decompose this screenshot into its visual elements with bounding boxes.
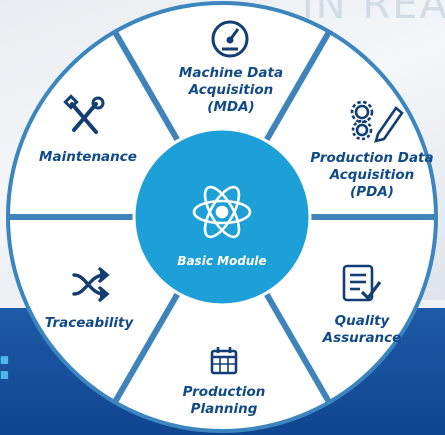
hub-label: Basic Module	[177, 254, 267, 268]
tools-icon	[63, 94, 105, 134]
segment-label-maintenance: Maintenance	[39, 149, 137, 166]
segment-label-traceability: Traceability	[45, 315, 134, 332]
segment-label-line: Machine Data	[178, 65, 284, 81]
background-colon: :	[0, 340, 13, 389]
checklist-icon	[342, 264, 382, 302]
segment-label-quality-assurance: Quality Assurance	[323, 313, 402, 347]
segment-label-line: Acquisition	[329, 167, 415, 183]
segment-label-line: Acquisition	[188, 82, 274, 98]
segment-label-line: Production Data	[310, 150, 434, 166]
atom-icon	[192, 185, 252, 239]
gauge-icon	[211, 20, 249, 58]
segment-label-production-planning: Production Planning	[183, 384, 266, 418]
segment-label-line: (MDA)	[207, 99, 255, 115]
segment-label-production-data-acquisition: Production Data Acquisition (PDA)	[310, 150, 433, 201]
segment-label-line: Production	[182, 384, 266, 400]
shuffle-arrows-icon	[72, 267, 110, 302]
background-headline: IN REA	[302, 0, 445, 28]
segment-label-line: Maintenance	[39, 149, 137, 165]
calendar-icon	[210, 347, 238, 375]
segment-label-line: Assurance	[322, 330, 402, 346]
gears-pencil-icon	[350, 100, 404, 143]
segment-label-line: Traceability	[44, 315, 134, 331]
segment-label-line: (PDA)	[350, 184, 394, 200]
segment-label-line: Planning	[190, 401, 258, 417]
segment-label-machine-data-acquisition: Machine Data Acquisition (MDA)	[179, 65, 283, 116]
segment-label-line: Quality	[334, 313, 390, 329]
